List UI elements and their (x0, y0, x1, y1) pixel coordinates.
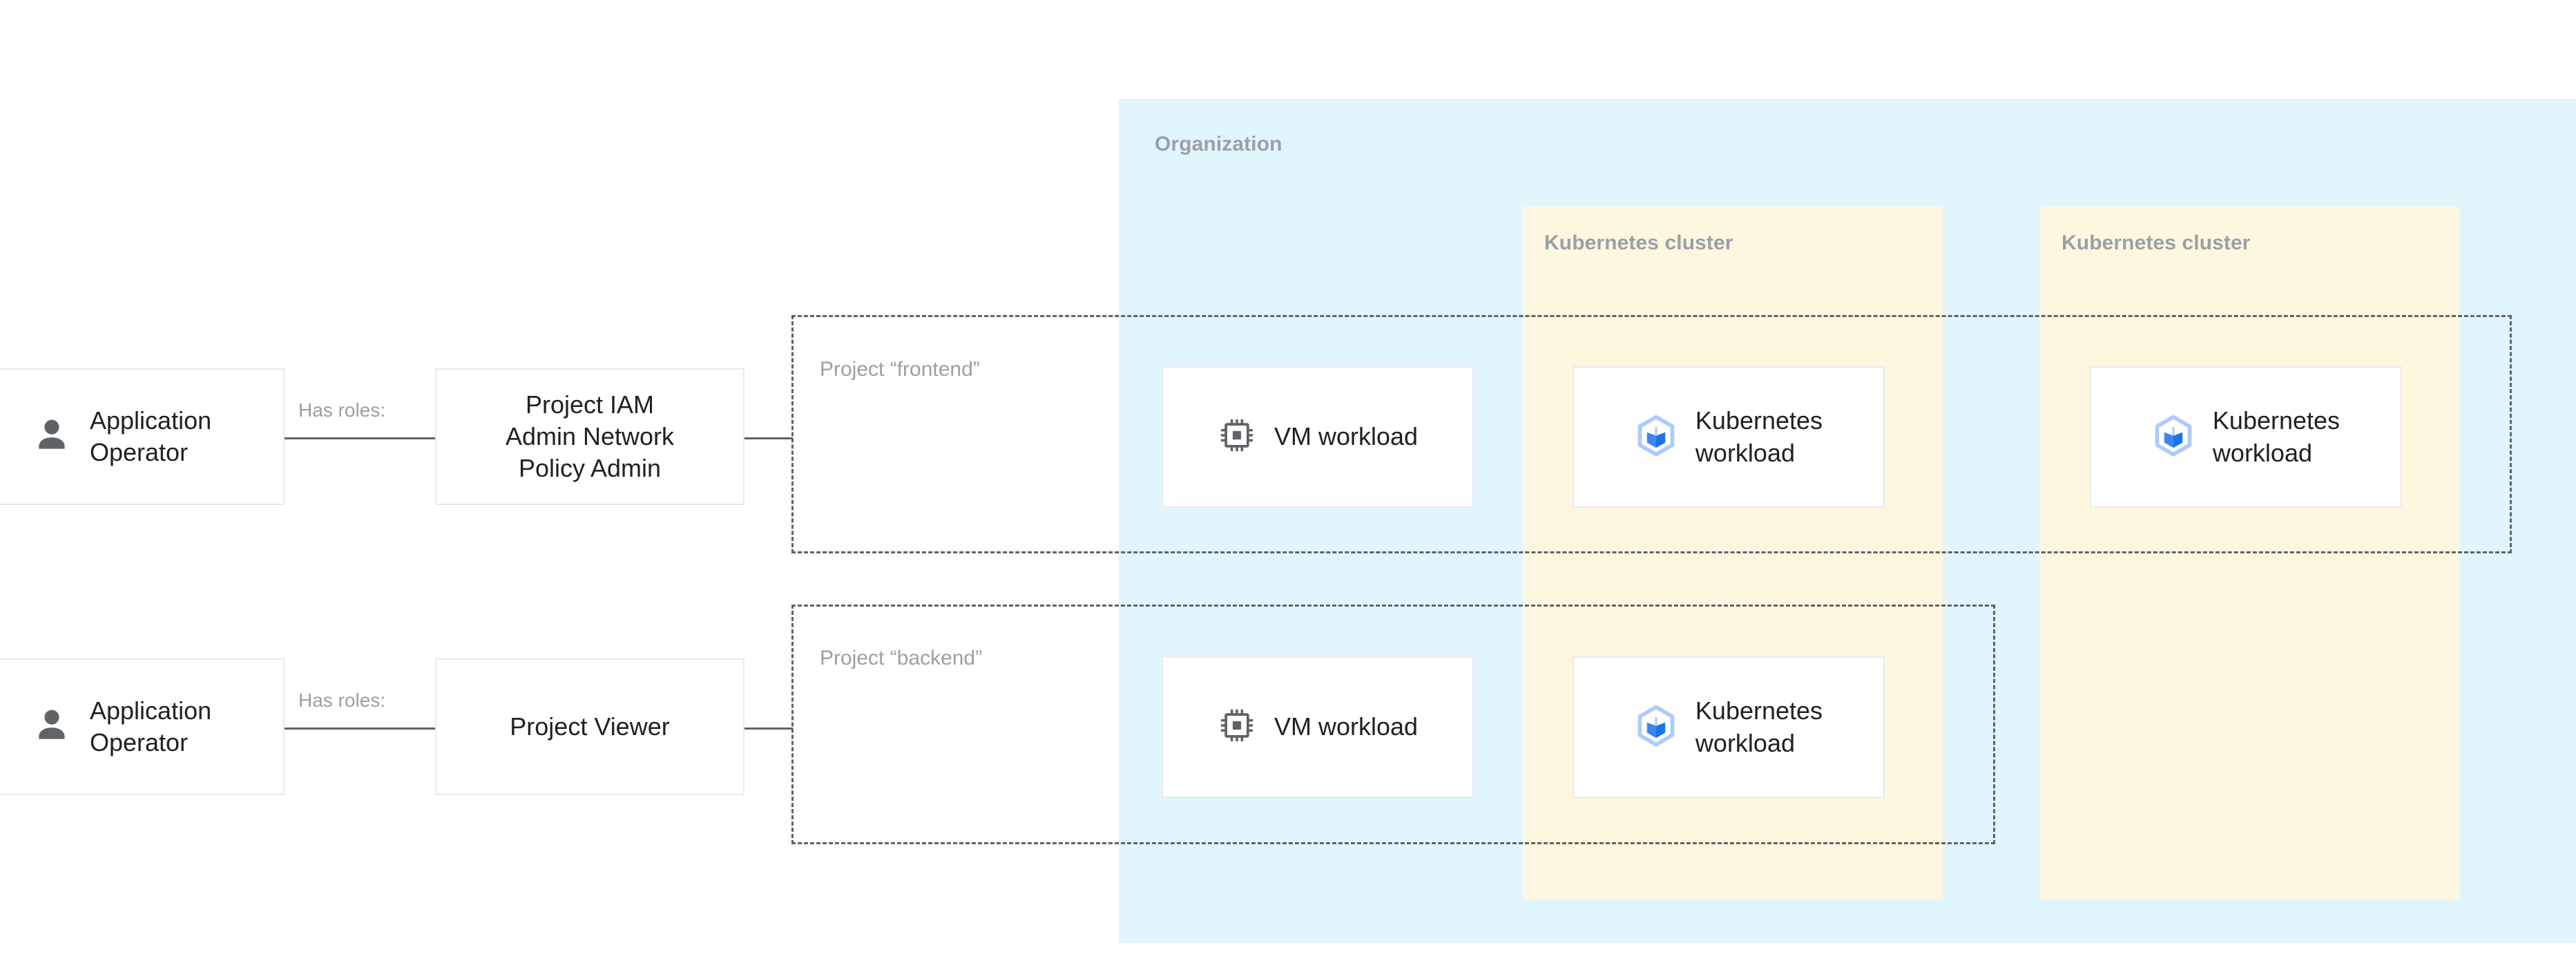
workload-card-k8s-frontend-1[interactable]: Kubernetes workload (1573, 366, 1885, 508)
workload-label-k8s-backend: Kubernetes workload (1695, 696, 1823, 757)
connector-principal-role-1 (285, 437, 435, 439)
connector-role-project-1 (744, 437, 793, 439)
workload-label-k8s-frontend-2: Kubernetes workload (2212, 406, 2340, 467)
connector-role-project-2 (744, 728, 793, 730)
workload-label-vm-backend: VM workload (1273, 712, 1419, 741)
cpu-chip-icon (1218, 706, 1256, 748)
principal-label-1: Application Operator (90, 406, 212, 466)
role-label-2: Project Viewer (510, 712, 670, 741)
edge-label-has-roles-1: Has roles: (298, 399, 386, 421)
person-icon (30, 414, 73, 460)
project-frame-frontend (791, 315, 2512, 553)
principal-label-2: Application Operator (90, 696, 212, 757)
person-icon (30, 704, 73, 750)
connector-principal-role-2 (285, 728, 435, 730)
role-box-2[interactable]: Project Viewer (435, 658, 744, 795)
workload-card-k8s-backend[interactable]: Kubernetes workload (1573, 656, 1885, 798)
project-label-backend: Project “backend” (820, 647, 983, 669)
principal-box-1[interactable]: Application Operator (0, 368, 285, 505)
workload-card-vm-frontend[interactable]: VM workload (1162, 366, 1474, 508)
cpu-chip-icon (1218, 416, 1256, 458)
organization-label: Organization (1155, 133, 1282, 155)
workload-label-k8s-frontend-1: Kubernetes workload (1695, 406, 1823, 467)
principal-box-2[interactable]: Application Operator (0, 658, 285, 795)
role-label-1: Project IAM Admin Network Policy Admin (505, 390, 675, 483)
workload-label-vm-frontend: VM workload (1273, 422, 1419, 451)
kubernetes-cluster-label-2: Kubernetes cluster (2061, 231, 2251, 254)
workload-card-vm-backend[interactable]: VM workload (1162, 656, 1474, 798)
kubernetes-cluster-label-1: Kubernetes cluster (1544, 231, 1733, 254)
project-label-frontend: Project “frontend” (820, 358, 980, 381)
workload-card-k8s-frontend-2[interactable]: Kubernetes workload (2090, 366, 2402, 508)
project-frame-backend (791, 605, 1995, 844)
role-box-1[interactable]: Project IAM Admin Network Policy Admin (435, 368, 744, 505)
kubernetes-icon (2152, 414, 2195, 460)
kubernetes-icon (1635, 414, 1678, 460)
kubernetes-icon (1635, 704, 1678, 750)
edge-label-has-roles-2: Has roles: (298, 690, 386, 711)
